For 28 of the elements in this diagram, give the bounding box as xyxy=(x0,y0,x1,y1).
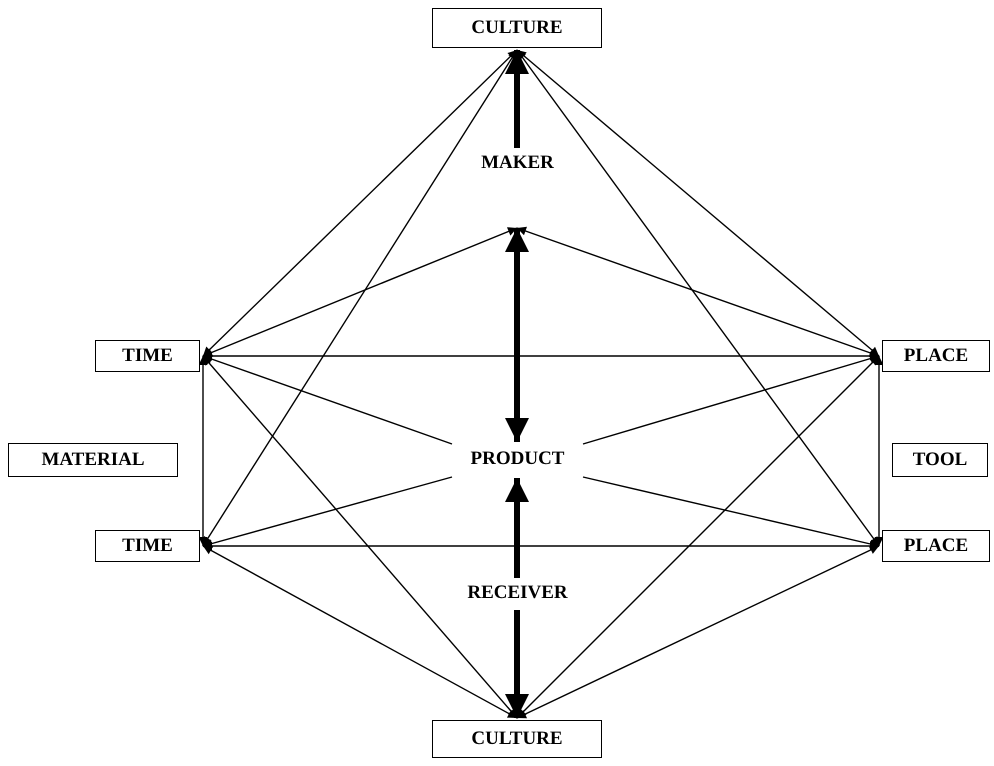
arrow xyxy=(202,476,452,548)
double-arrow xyxy=(202,356,518,718)
concept-box: TIME xyxy=(95,340,200,372)
double-arrow xyxy=(516,226,880,358)
double-arrow xyxy=(874,356,884,546)
double-arrow xyxy=(202,545,518,719)
concept-box: MATERIAL xyxy=(8,443,178,477)
double-arrow xyxy=(516,49,880,357)
concept-box: CULTURE xyxy=(432,8,602,48)
concept-box: CULTURE xyxy=(432,720,602,758)
double-arrow xyxy=(516,545,880,719)
double-arrow xyxy=(198,356,208,546)
arrow xyxy=(202,354,452,445)
arrow xyxy=(582,476,880,548)
double-arrow xyxy=(202,227,518,357)
arrow xyxy=(505,478,529,578)
double-arrow xyxy=(202,50,518,356)
double-arrow xyxy=(203,542,879,550)
concept-box: TOOL xyxy=(892,443,988,477)
concept-box: PLACE xyxy=(882,530,990,562)
arrow xyxy=(505,50,529,148)
concept-box: PLACE xyxy=(882,340,990,372)
double-arrow xyxy=(202,50,518,546)
concept-box: TIME xyxy=(95,530,200,562)
double-arrow xyxy=(516,356,880,718)
arrow xyxy=(505,610,529,718)
double-arrow xyxy=(516,50,880,546)
double-arrow xyxy=(505,228,529,442)
